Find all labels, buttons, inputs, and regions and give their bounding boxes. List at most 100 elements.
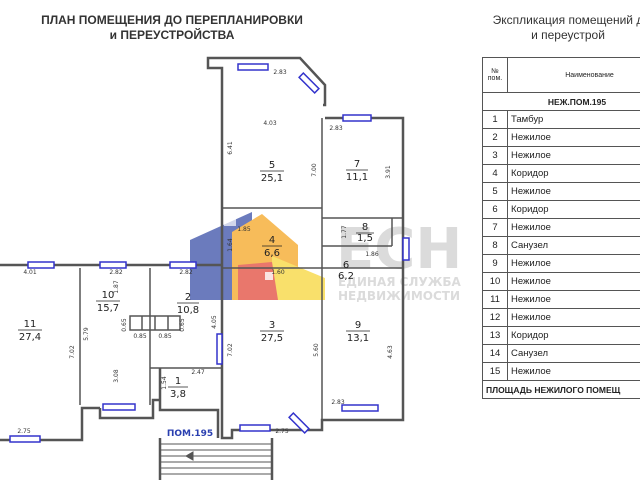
window — [216, 333, 223, 365]
dimension-label: 1.87 — [113, 280, 120, 294]
dimension-label: 2.75 — [275, 428, 289, 435]
watermark-logo: ЕСН ЕДИНАЯ СЛУЖБА НЕДВИЖИМОСТИ — [190, 212, 462, 303]
room-number: 5 — [269, 160, 275, 171]
dimension-label: 5.79 — [83, 327, 90, 341]
dimension-label: 4.03 — [263, 120, 277, 127]
dimension-label: 2.83 — [331, 399, 345, 406]
room-name-cell: Нежилое — [507, 146, 640, 165]
window — [288, 412, 310, 434]
dimension-label: 1.77 — [341, 225, 348, 239]
room-number-cell: 12 — [482, 308, 508, 327]
room-area: 6,2 — [338, 271, 354, 282]
section-label: НЕЖ.ПОМ.195 — [482, 92, 640, 111]
dimension-label: 0.65 — [121, 318, 128, 332]
room-name-cell: Санузел — [507, 344, 640, 363]
window — [102, 403, 136, 411]
room-number-cell: 14 — [482, 344, 508, 363]
logo-red-shape — [238, 262, 278, 300]
window — [239, 424, 271, 432]
room-name-cell: Нежилое — [507, 254, 640, 273]
explication-title-line1: Экспликация помещений д — [492, 13, 640, 27]
dimension-label: 0.85 — [158, 333, 172, 340]
room-name-cell: Нежилое — [507, 128, 640, 147]
room-number: 10 — [102, 290, 115, 301]
room-number-cell: 9 — [482, 254, 508, 273]
room-area: 25,1 — [261, 173, 283, 184]
room-area: 27,4 — [19, 332, 41, 343]
room-name-cell: Тамбур — [507, 110, 640, 129]
dimension-label: 2.47 — [191, 369, 205, 376]
window — [27, 261, 55, 269]
dimension-label: 3.91 — [385, 165, 392, 179]
dimension-label: 0.85 — [133, 333, 147, 340]
logo-yellow-shape — [272, 256, 325, 300]
wall-left-bottom — [0, 406, 100, 442]
room-name-cell: Санузел — [507, 236, 640, 255]
room-name-cell: Нежилое — [507, 272, 640, 291]
dimension-label: 1.85 — [237, 226, 251, 233]
dimension-label: 2.82 — [179, 269, 193, 276]
room-number-cell: 7 — [482, 218, 508, 237]
dimension-label: 2.83 — [329, 125, 343, 132]
dimension-label: 7.02 — [69, 345, 76, 359]
dimension-label: 2.82 — [109, 269, 123, 276]
room-name-cell: Нежилое — [507, 290, 640, 309]
logo-window-icon — [265, 272, 273, 280]
room-name-cell: Нежилое — [507, 182, 640, 201]
room-area: 1,5 — [357, 233, 373, 244]
room-labels: 1 3,8 2 10,8 3 27,5 4 6,6 5 25,1 6 6,2 7… — [18, 159, 374, 400]
watermark-line2: НЕДВИЖИМОСТИ — [338, 289, 460, 303]
dimension-label: 6.41 — [227, 141, 234, 155]
dimension-label: 3.08 — [113, 369, 120, 383]
watermark-line1: ЕДИНАЯ СЛУЖБА — [338, 275, 462, 289]
room-area: 27,5 — [261, 333, 283, 344]
explication-title: Экспликация помещений д и переустрой — [458, 13, 640, 43]
window — [341, 404, 379, 412]
room-name-cell: Нежилое — [507, 362, 640, 381]
room-number: 1 — [175, 376, 181, 387]
room-number-cell: 13 — [482, 326, 508, 345]
stair-arrow-icon — [184, 451, 194, 461]
room-number-cell: 4 — [482, 164, 508, 183]
room-number-cell: 8 — [482, 236, 508, 255]
room-area: 10,8 — [177, 305, 199, 316]
window — [342, 114, 372, 122]
room-number: 11 — [24, 319, 37, 330]
table-header-row: № пом. Наименование — [482, 57, 640, 93]
room-number: 7 — [354, 159, 360, 170]
window — [169, 261, 197, 269]
table-total-row: ПЛОЩАДЬ НЕЖИЛОГО ПОМЕЩ — [482, 380, 640, 399]
room-name-cell: Нежилое — [507, 218, 640, 237]
watermark-logo-text: ЕСН — [336, 217, 462, 282]
dimension-label: 1.64 — [227, 238, 234, 252]
room-name-cell: Коридор — [507, 200, 640, 219]
plan-title: ПЛАН ПОМЕЩЕНИЯ ДО ПЕРЕПЛАНИРОВКИ и ПЕРЕУ… — [12, 13, 332, 43]
dimension-label: 1.60 — [271, 269, 285, 276]
dimension-label: 1.54 — [161, 376, 168, 390]
logo-window-icon — [224, 212, 236, 226]
dimension-label: 2.75 — [17, 428, 31, 435]
room-number-cell: 1 — [482, 110, 508, 129]
dimension-label: 2.83 — [273, 69, 287, 76]
room-number-cell: 2 — [482, 128, 508, 147]
unit-label: ПОМ.195 — [167, 429, 213, 439]
wall-room10-bottom — [98, 398, 160, 420]
dimension-label: 7.02 — [227, 343, 234, 357]
wall-room1 — [158, 368, 220, 438]
room-number-cell: 6 — [482, 200, 508, 219]
room-area: 13,1 — [347, 333, 369, 344]
room-number: 9 — [355, 320, 361, 331]
dimension-label: 4.01 — [23, 269, 37, 276]
room-name-cell: Коридор — [507, 164, 640, 183]
room-number: 3 — [269, 320, 275, 331]
room-number: 2 — [185, 292, 191, 303]
dimension-label: 0.65 — [179, 318, 186, 332]
